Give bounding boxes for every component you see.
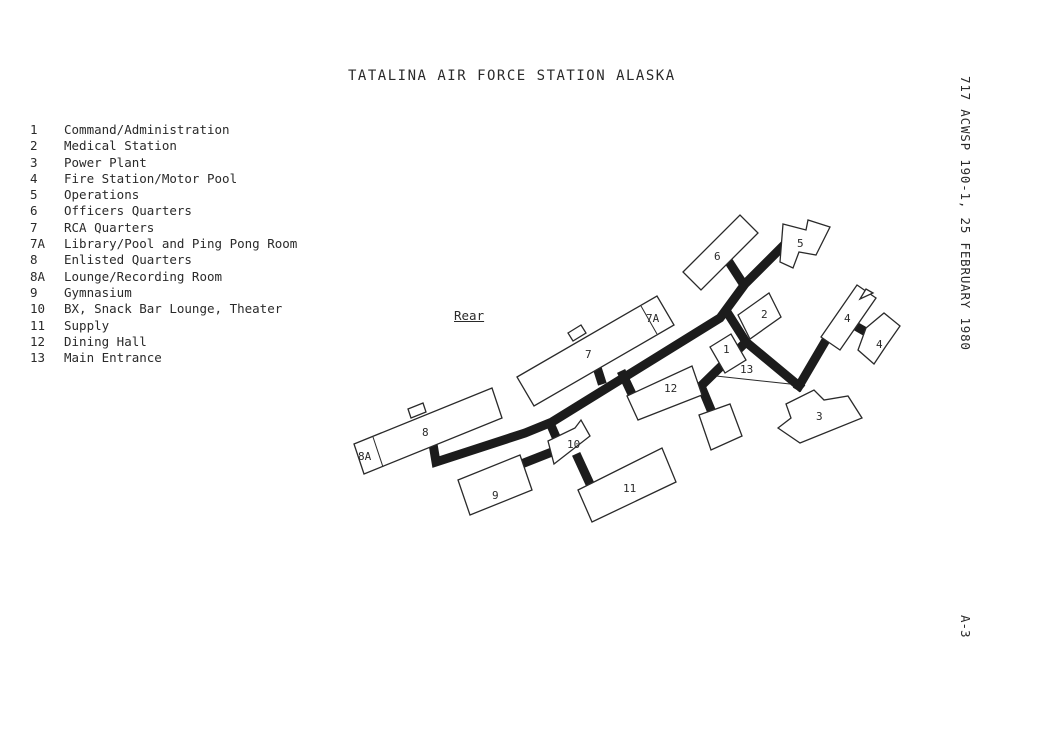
- legend-number: 13: [30, 350, 46, 366]
- legend-number: 9: [30, 284, 38, 300]
- building-4-motor-pool: [857, 312, 901, 365]
- legend-item: 8A Lounge/Recording Room: [30, 269, 297, 285]
- map-label-1: 1: [723, 343, 730, 356]
- building-11: [577, 447, 677, 523]
- map-labels: 8 8A 7 7A 6 5 2 1 13 12 4 4 3 10 9 11: [358, 237, 883, 502]
- building-legend: 1 Command/Administration 2 Medical Station…: [30, 122, 297, 366]
- map-label-12: 12: [664, 382, 677, 395]
- map-label-8a: 8A: [358, 450, 372, 463]
- legend-number: 5: [30, 187, 38, 203]
- legend-label: Supply: [64, 317, 110, 333]
- legend-item: 1 Command/Administration: [30, 122, 297, 138]
- map-label-4b: 4: [876, 338, 883, 351]
- corridor-10-to-9: [518, 446, 558, 469]
- building-12: [626, 365, 703, 421]
- legend-label: Medical Station: [64, 138, 177, 154]
- legend-item: 8 Enlisted Quarters: [30, 252, 297, 268]
- legend-label: Main Entrance: [64, 350, 162, 366]
- legend-label: Enlisted Quarters: [64, 252, 192, 268]
- legend-number: 8: [30, 252, 38, 268]
- legend-number: 7A: [30, 236, 46, 252]
- building-3: [776, 389, 863, 444]
- legend-label: Operations: [64, 187, 140, 203]
- entrance-walkway: [715, 375, 791, 385]
- legend-label: Officers Quarters: [64, 203, 192, 219]
- building-4-fire-station: [820, 284, 877, 351]
- building-8: [353, 387, 503, 475]
- rear-label: Rear: [454, 308, 485, 323]
- legend-item: 2 Medical Station: [30, 138, 297, 154]
- legend-number: 8A: [30, 268, 46, 284]
- building-5: [779, 219, 831, 269]
- legend-label: Fire Station/Motor Pool: [64, 170, 238, 186]
- legend-item: 9 Gymnasium: [30, 285, 297, 301]
- map-label-5: 5: [797, 237, 804, 250]
- legend-number: 6: [30, 203, 38, 219]
- building-2: [737, 292, 782, 340]
- map-label-3: 3: [816, 410, 823, 423]
- map-label-11: 11: [623, 482, 636, 495]
- legend-label: RCA Quarters: [64, 219, 155, 235]
- legend-item: 7A Library/Pool and Ping Pong Room: [30, 236, 297, 252]
- legend-item: 7 RCA Quarters: [30, 220, 297, 236]
- legend-item: 3 Power Plant: [30, 155, 297, 171]
- map-label-13: 13: [740, 363, 753, 376]
- legend-label: Command/Administration: [64, 122, 230, 137]
- legend-number: 11: [30, 317, 46, 333]
- legend-item: 12 Dining Hall: [30, 334, 297, 350]
- building-7: [516, 295, 675, 407]
- page-title: TATALINA AIR FORCE STATION ALASKA: [348, 68, 676, 84]
- document-reference: 717 ACWSP 190-1, 25 FEBRUARY 1980: [958, 76, 973, 351]
- legend-label: Lounge/Recording Room: [64, 268, 223, 284]
- corridor-to-12: [617, 369, 637, 398]
- page-number: A-3: [958, 615, 973, 638]
- legend-label: BX, Snack Bar Lounge, Theater: [64, 301, 283, 317]
- legend-item: 10 BX, Snack Bar Lounge, Theater: [30, 301, 297, 317]
- map-label-8: 8: [422, 426, 429, 439]
- legend-item: 5 Operations: [30, 187, 297, 203]
- legend-number: 7: [30, 219, 38, 235]
- legend-item: 4 Fire Station/Motor Pool: [30, 171, 297, 187]
- corridor-to-6: [722, 255, 749, 289]
- building-10: [547, 418, 591, 466]
- legend-label: Gymnasium: [64, 284, 132, 300]
- legend-label: Power Plant: [64, 154, 147, 170]
- legend-item: 13 Main Entrance: [30, 350, 297, 366]
- legend-item: 6 Officers Quarters: [30, 203, 297, 219]
- map-label-7: 7: [585, 348, 592, 361]
- corridor-to-4: [792, 333, 833, 393]
- map-label-6: 6: [714, 250, 721, 263]
- legend-number: 12: [30, 333, 46, 349]
- legend-number: 1: [30, 122, 38, 137]
- legend-number: 4: [30, 170, 38, 186]
- legend-number: 10: [30, 301, 46, 317]
- legend-number: 3: [30, 154, 38, 170]
- map-label-2: 2: [761, 308, 768, 321]
- legend-item: 11 Supply: [30, 318, 297, 334]
- legend-number: 2: [30, 138, 38, 154]
- map-label-9: 9: [492, 489, 499, 502]
- building-6: [682, 214, 759, 291]
- map-label-10: 10: [567, 438, 580, 451]
- corridors: [426, 236, 873, 490]
- corridor-10-to-11: [572, 452, 596, 490]
- main-entrance: [698, 403, 743, 451]
- building-9: [457, 454, 533, 516]
- legend-label: Dining Hall: [64, 333, 147, 349]
- building-1: [709, 333, 747, 374]
- legend-label: Library/Pool and Ping Pong Room: [64, 236, 298, 252]
- map-label-4a: 4: [844, 312, 851, 325]
- map-label-7a: 7A: [646, 312, 660, 325]
